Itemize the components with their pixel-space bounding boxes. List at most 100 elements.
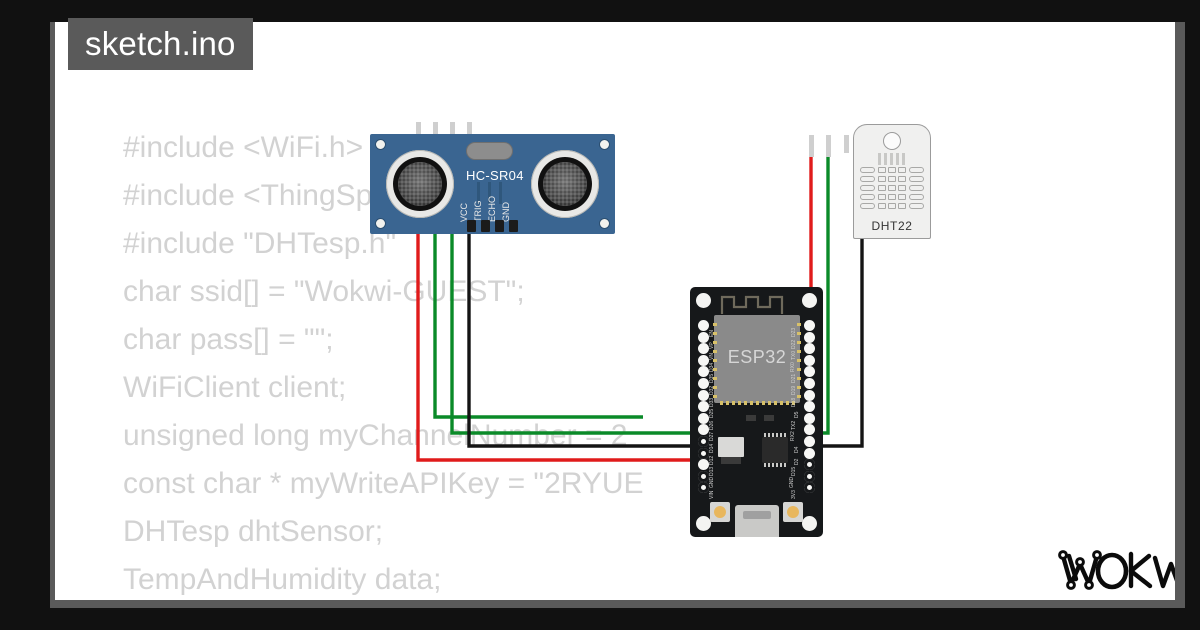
pin-stub-dht22-vcc — [809, 135, 814, 157]
code-line: unsigned long myChannelNumber = 2 — [123, 419, 628, 452]
esp32-pin-label-rx2: RX2 — [790, 431, 797, 442]
esp32-pin-label-d32: D32 — [709, 385, 715, 395]
hc-sr04-pin-header — [467, 220, 519, 232]
esp32-module-label: ESP32 — [727, 347, 787, 367]
hc-sr04-mount-hole — [599, 139, 610, 150]
code-line: char ssid[] = "Wokwi-GUEST"; — [123, 275, 525, 308]
dht22-label: DHT22 — [871, 219, 913, 233]
hc-sr04-transmitter — [386, 150, 454, 218]
esp32-pin-label-d4: D4 — [793, 446, 800, 453]
file-tab-sketch-ino[interactable]: sketch.ino — [68, 18, 253, 70]
code-line: WiFiClient client; — [123, 371, 347, 404]
dht22-vent-row — [860, 203, 924, 212]
dht22-vent-row — [860, 176, 924, 185]
esp32-pin-d22[interactable] — [804, 331, 815, 343]
pin-stub-dht22-nc — [844, 135, 849, 153]
dht22-vent-row — [860, 194, 924, 203]
esp32-pin-label-d23: D23 — [790, 327, 797, 337]
diagram-canvas[interactable]: #include <WiFi.h>#include <ThingSpeak.h>… — [55, 22, 1175, 600]
esp32-mount-hole — [802, 293, 817, 308]
esp32-pin-label-gnd: GND — [788, 476, 795, 488]
code-line: TempAndHumidity data; — [123, 563, 442, 596]
esp32-pin-d34[interactable] — [698, 354, 709, 366]
esp32-usb-uart-chip — [762, 433, 788, 467]
esp32-pin-label-d19: D19 — [790, 385, 797, 395]
esp32-pin-label-d34: D34 — [709, 362, 715, 372]
esp32-pin-3v3[interactable] — [804, 482, 815, 494]
esp32-pin-gnd[interactable] — [804, 470, 815, 482]
esp32-pin-label-d5: D5 — [793, 411, 800, 419]
hc-sr04-silkscreen-label: HC-SR04 — [466, 168, 524, 183]
wokwi-logo — [1057, 546, 1175, 598]
esp32-pin-label-tx0: TX0 — [790, 351, 797, 361]
code-line: #include <WiFi.h> — [123, 131, 364, 164]
hc-sr04-mount-hole — [599, 218, 610, 229]
esp32-usb-connector — [734, 505, 779, 537]
esp32-pin-d13[interactable] — [698, 459, 709, 471]
dht22-vent-row — [860, 167, 924, 176]
esp32-pin-label-d18: D18 — [790, 397, 797, 407]
code-line: char pass[] = ""; — [123, 323, 334, 356]
esp32-pin-d33[interactable] — [698, 389, 709, 401]
esp32-pcb-antenna — [720, 293, 794, 315]
esp32-pin-label-d25: D25 — [709, 409, 715, 419]
esp32-pin-label-d27: D27 — [709, 432, 715, 442]
esp32-pin-d4[interactable] — [804, 436, 815, 447]
esp32-pin-label-d14: D14 — [709, 443, 715, 453]
esp32-smd-part — [746, 415, 756, 421]
esp32-pin-label-d21: D21 — [790, 374, 797, 384]
esp32-pin-d19[interactable] — [804, 378, 815, 389]
esp32-pin-d23[interactable] — [804, 320, 815, 331]
esp32-pin-label-d33: D33 — [709, 397, 715, 407]
pin-stub-dht22-sda — [826, 135, 831, 157]
dht22-vent-row — [860, 185, 924, 194]
hc-sr04-receiver — [531, 150, 599, 218]
esp32-pin-label-rx0: RX0 — [790, 362, 797, 372]
esp32-pin-label-gnd: GND — [709, 476, 715, 488]
esp32-pin-label-d15: D15 — [790, 467, 797, 477]
dht22-vent-grid — [860, 167, 924, 212]
esp32-mount-hole — [696, 293, 711, 308]
part-dht22[interactable]: DHT22 — [853, 124, 931, 239]
esp32-voltage-regulator — [718, 437, 744, 464]
esp32-pin-rx0[interactable] — [804, 354, 815, 366]
esp32-pin-gnd[interactable] — [698, 470, 709, 482]
esp32-pin-d26[interactable] — [698, 412, 709, 424]
esp32-pin-d2[interactable] — [804, 447, 815, 459]
hc-sr04-pin-label-echo: ECHO — [487, 195, 497, 222]
esp32-pin-d14[interactable] — [698, 436, 709, 447]
esp32-pin-label-vp: VP — [709, 341, 715, 349]
esp32-enable-button[interactable] — [783, 502, 803, 522]
esp32-pin-d18[interactable] — [804, 389, 815, 401]
dht22-mount-hole — [883, 132, 901, 150]
esp32-pin-vin[interactable] — [698, 482, 709, 494]
hc-sr04-oscillator — [466, 142, 513, 160]
esp32-pin-label-vin: VIN — [709, 491, 715, 500]
esp32-pin-label-d35: D35 — [709, 374, 715, 384]
esp32-pin-en[interactable] — [698, 320, 709, 331]
hc-sr04-mount-hole — [375, 218, 386, 229]
esp32-pin-label-3v3: 3V3 — [791, 490, 798, 500]
esp32-pin-label-d12: D12 — [709, 455, 715, 465]
esp32-pin-d32[interactable] — [698, 378, 709, 389]
code-line: const char * myWriteAPIKey = "2RYUE 6KI6… — [123, 467, 783, 500]
esp32-smd-part — [764, 415, 774, 421]
esp32-pin-tx2[interactable] — [804, 412, 815, 424]
hc-sr04-pin-label-gnd: GND — [501, 202, 511, 222]
esp32-pin-label-d22: D22 — [790, 339, 797, 349]
esp32-pin-d12[interactable] — [698, 447, 709, 459]
hc-sr04-pin-label-trig: TRIG — [473, 200, 483, 223]
dht22-fins — [878, 153, 906, 165]
esp32-mount-hole — [696, 516, 711, 531]
esp32-pin-vp[interactable] — [698, 331, 709, 343]
esp32-pin-label-vn: VN — [709, 353, 715, 361]
esp32-pin-d15[interactable] — [804, 459, 815, 471]
esp32-pin-label-tx2: TX2 — [790, 420, 797, 430]
esp32-boot-button[interactable] — [710, 502, 730, 522]
esp32-mount-hole — [802, 516, 817, 531]
esp32-pin-label-d26: D26 — [709, 420, 715, 430]
